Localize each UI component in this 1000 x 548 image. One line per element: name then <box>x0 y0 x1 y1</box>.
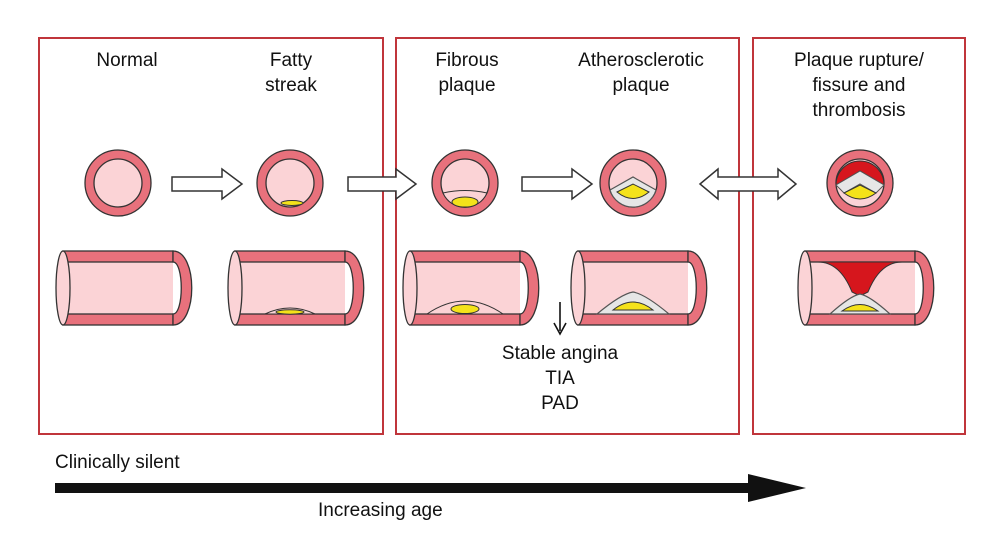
longitudinal-plaque-rupture <box>797 250 935 326</box>
cross-section-atherosclerotic-plaque <box>599 149 667 217</box>
outcome-pad: PAD <box>541 393 579 414</box>
arrow-right-2 <box>347 167 418 201</box>
label-plaque-rupture: Plaque rupture/ fissure and thrombosis <box>794 50 924 121</box>
arrow-right-1 <box>171 167 244 201</box>
panel-rupture-stage <box>752 37 966 435</box>
label-atherosclerotic-plaque: Atherosclerotic plaque <box>578 50 704 96</box>
panel-plaque-stages <box>395 37 740 435</box>
outcome-tia: TIA <box>545 368 575 389</box>
panel-clinically-silent-stages <box>38 37 384 435</box>
longitudinal-fibrous-plaque <box>402 250 540 326</box>
progression-arrows <box>171 167 798 201</box>
outcome-stable-angina: Stable angina <box>501 343 619 364</box>
cross-section-normal <box>84 149 152 217</box>
timeline-label-clinically-silent: Clinically silent <box>55 452 180 473</box>
cross-section-fatty-streak <box>256 149 324 217</box>
longitudinal-atherosclerotic-plaque <box>570 250 708 326</box>
timeline-arrow <box>55 474 806 502</box>
longitudinal-fatty-streak <box>227 250 365 326</box>
longitudinal-normal <box>55 250 193 326</box>
arrow-double <box>698 167 798 201</box>
timeline-label-increasing-age: Increasing age <box>318 500 443 521</box>
cross-section-fibrous-plaque <box>431 149 499 217</box>
cross-section-plaque-rupture <box>826 149 894 217</box>
label-normal: Normal <box>96 50 158 71</box>
outcome-down-arrow <box>553 302 567 336</box>
clinical-outcomes: Stable angina TIA PAD <box>440 341 680 416</box>
arrow-right-3 <box>521 167 594 201</box>
label-fibrous-plaque: Fibrous plaque <box>435 50 499 96</box>
label-fatty-streak: Fatty streak <box>265 50 317 96</box>
